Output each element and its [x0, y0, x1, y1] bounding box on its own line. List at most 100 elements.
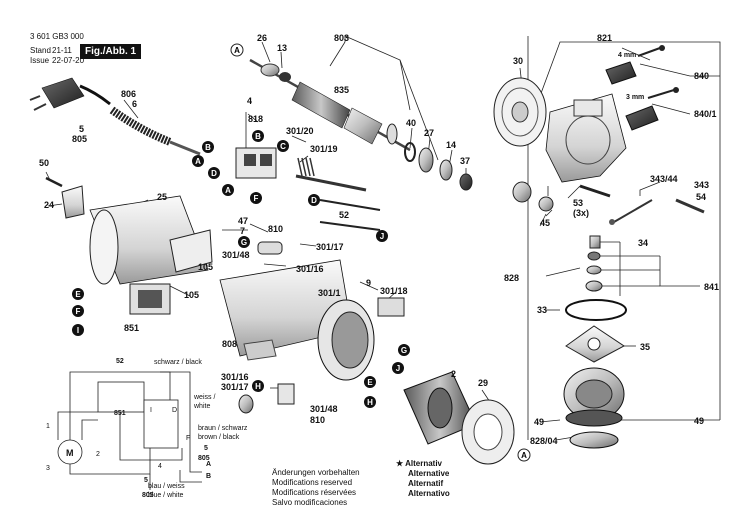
callout-301-16-bottom: 301/16 [221, 372, 249, 382]
wire-white-label-1: weiss / [193, 394, 215, 401]
svg-text:805: 805 [198, 455, 210, 462]
callout-13: 13 [277, 43, 287, 53]
wire-brown-label-1: braun / schwarz [198, 425, 248, 432]
svg-text:I: I [77, 326, 79, 335]
callout-24: 24 [44, 200, 54, 210]
svg-text:F: F [186, 435, 190, 442]
ref-J-1: J [376, 230, 388, 242]
switch-module-851 [129, 283, 171, 315]
ref-H-2: H [252, 380, 264, 392]
callout-4mm: 4 mm [618, 52, 636, 59]
bearing-rings [404, 142, 473, 191]
callout-105-a: 105 [198, 262, 213, 272]
callout-3mm: 3 mm [626, 94, 644, 101]
svg-text:F: F [76, 307, 81, 316]
callout-2: 2 [451, 369, 456, 379]
ref-C: C [277, 140, 289, 152]
callout-54: 54 [696, 192, 706, 202]
callout-343-44: 343/44 [650, 174, 678, 184]
ref-H-1: H [364, 396, 376, 408]
ref-A-top: A [230, 43, 244, 57]
callout-52-top: 52 [339, 210, 349, 220]
ref-D-1: D [208, 167, 220, 179]
capacitor-810a [257, 241, 283, 255]
callout-35: 35 [640, 342, 650, 352]
wire-blue-label-1: blau / weiss [148, 483, 185, 490]
callout-301-20: 301/20 [286, 126, 314, 136]
svg-text:A: A [234, 46, 240, 55]
callout-29: 29 [478, 378, 488, 388]
bracket-24 [61, 185, 85, 219]
svg-text:3: 3 [46, 465, 50, 472]
svg-text:851: 851 [114, 410, 126, 417]
svg-text:A: A [195, 157, 201, 166]
callout-810-bottom: 810 [310, 415, 325, 425]
callout-301-48-bottom: 301/48 [310, 404, 338, 414]
cable-sleeve [109, 106, 201, 156]
callout-37: 37 [460, 156, 470, 166]
ref-E-2: E [364, 376, 376, 388]
fan-baffle-29 [461, 399, 515, 465]
motor-housing [89, 195, 213, 285]
callout-5: 5 [79, 124, 84, 134]
capacitor-810b [238, 383, 295, 414]
spring-19 [297, 157, 315, 177]
ref-B-1: B [202, 141, 214, 153]
ref-F-2: F [72, 305, 84, 317]
callout-14: 14 [446, 140, 456, 150]
svg-text:B: B [206, 473, 211, 480]
svg-text:D: D [172, 407, 177, 414]
callout-49-right: 49 [694, 416, 704, 426]
svg-text:J: J [396, 364, 400, 373]
callout-3x: (3x) [573, 208, 589, 218]
callout-27: 27 [424, 128, 434, 138]
callout-301-48-top: 301/48 [222, 250, 250, 260]
callout-50: 50 [39, 158, 49, 168]
bevel-gear [563, 367, 625, 427]
svg-text:H: H [255, 382, 261, 391]
ref-A-1: A [192, 155, 204, 167]
svg-text:E: E [367, 378, 373, 387]
callout-301-17-bottom: 301/17 [221, 382, 249, 392]
svg-text:A: A [521, 451, 527, 460]
alternative-note: ★ Alternativ Alternative Alternatif Alte… [396, 459, 450, 498]
callout-805: 805 [72, 134, 87, 144]
wiring-diagram [57, 371, 202, 490]
pin-34 [589, 235, 601, 249]
label-plate-808 [243, 339, 277, 361]
callout-301-17-top: 301/17 [316, 242, 344, 252]
svg-text:B: B [255, 132, 261, 141]
callout-45: 45 [540, 218, 550, 228]
callout-7: 7 [240, 226, 245, 236]
callout-49-left: 49 [534, 417, 544, 427]
callout-4: 4 [247, 96, 252, 106]
main-housing [219, 259, 375, 381]
svg-text:D: D [311, 196, 317, 205]
svg-text:G: G [401, 346, 407, 355]
washers [585, 251, 603, 292]
spindle-lock-parts [605, 45, 679, 131]
ref-A-2: A [222, 184, 234, 196]
svg-text:C: C [280, 142, 286, 151]
callout-301-16-top: 301/16 [296, 264, 324, 274]
callout-33: 33 [537, 305, 547, 315]
callout-105-b: 105 [184, 290, 199, 300]
issue-label: Issue [30, 56, 50, 65]
callout-47: 47 [238, 216, 248, 226]
callout-810-top: 810 [268, 224, 283, 234]
callout-828-04: 828/04 [530, 436, 558, 446]
ref-F-1: F [250, 192, 262, 204]
ref-I-1: I [72, 324, 84, 336]
callout-26: 26 [257, 33, 267, 43]
svg-text:G: G [241, 238, 247, 247]
svg-text:J: J [380, 232, 384, 241]
svg-text:M: M [66, 448, 74, 458]
wire-white-label-2: white [193, 403, 210, 410]
bearing-flange-35 [565, 325, 625, 363]
svg-text:5: 5 [144, 477, 148, 484]
gear-head-housing [545, 93, 627, 183]
svg-text:B: B [205, 143, 211, 152]
ref-G-2: G [398, 344, 410, 356]
svg-text:2: 2 [96, 451, 100, 458]
